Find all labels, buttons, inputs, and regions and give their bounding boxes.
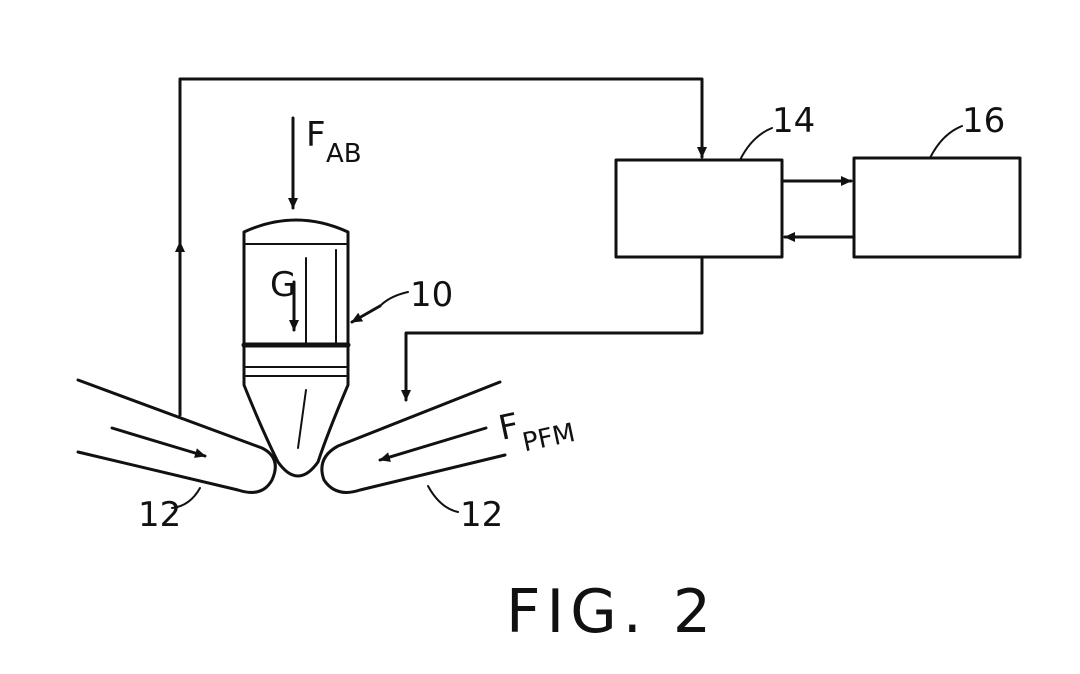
force-pfm-subscript: PFM — [520, 418, 578, 458]
ref-12-left-label: 12 — [138, 495, 181, 535]
object-10 — [241, 218, 351, 478]
leader-12-left — [171, 487, 201, 509]
figure-caption: FIG. 2 — [506, 577, 717, 647]
left-roller — [76, 378, 277, 494]
ref-16-label: 16 — [962, 101, 1005, 141]
ref-10-label: 10 — [410, 275, 453, 315]
leader-16 — [929, 125, 963, 159]
right-roller — [320, 380, 507, 494]
left-roller-arrow — [110, 426, 207, 458]
force-ab-label: F — [306, 115, 326, 155]
leader-10 — [379, 291, 409, 307]
leader-12-right — [427, 485, 459, 513]
ref-12-right-label: 12 — [460, 495, 503, 535]
output-line — [401, 256, 704, 402]
right-roller-arrow — [378, 426, 488, 462]
block-16 — [852, 156, 1022, 259]
leader-14 — [739, 127, 773, 161]
feedback-line — [178, 77, 707, 417]
weight-label: G — [270, 265, 296, 305]
block-14 — [614, 158, 784, 259]
ref-14-label: 14 — [772, 101, 815, 141]
force-pfm-label: F — [495, 406, 522, 449]
force-ab-subscript: AB — [326, 139, 362, 169]
